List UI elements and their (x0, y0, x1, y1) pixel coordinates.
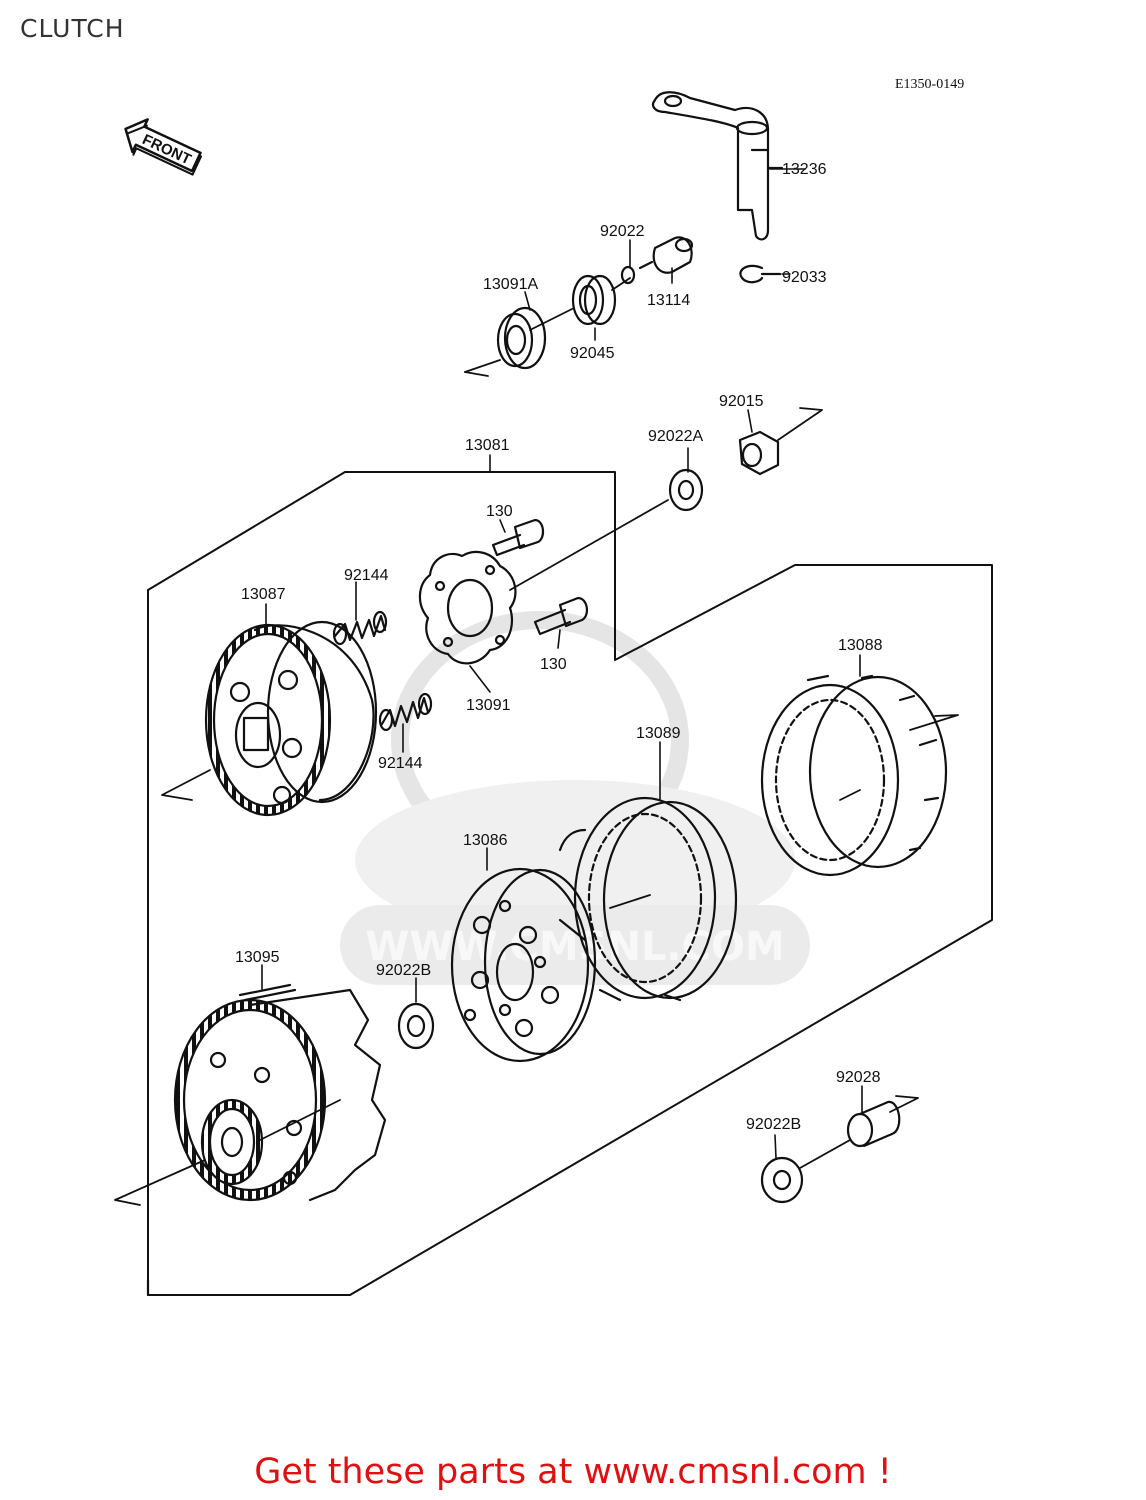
friction-plate-13088 (760, 674, 948, 877)
label-13088: 13088 (838, 637, 883, 654)
label-92022B-middle: 92022B (376, 962, 431, 979)
washer-92022A (668, 468, 704, 512)
label-92015: 92015 (719, 393, 764, 410)
washer-92022 (620, 265, 636, 285)
label-13095: 13095 (235, 949, 280, 966)
part-labels: 13236 92022 13114 92033 13091A 92045 920… (235, 161, 883, 1133)
exploded-parts-diagram: WWW.CMSNL.COM FRONT (114, 91, 993, 1297)
label-13081: 13081 (465, 437, 510, 454)
label-13236: 13236 (782, 161, 827, 178)
label-130-upper: 130 (486, 503, 513, 520)
label-92022B-lower: 92022B (746, 1116, 801, 1133)
diagram-id: E1350-0149 (895, 77, 965, 92)
washer-92022B-middle (397, 1002, 435, 1050)
clutch-plate-13086 (450, 867, 597, 1063)
label-13091: 13091 (466, 697, 511, 714)
label-92045: 92045 (570, 345, 615, 362)
label-92022: 92022 (600, 223, 645, 240)
page-title: CLUTCH (20, 14, 125, 43)
pressure-plate-13087 (204, 620, 378, 817)
label-92022A: 92022A (648, 428, 703, 445)
label-13087: 13087 (241, 586, 286, 603)
seal-13091A (496, 306, 547, 370)
bearing-92045 (571, 274, 617, 326)
bushing-92028 (846, 1100, 901, 1148)
spring-92144-upper (332, 610, 388, 646)
label-92028: 92028 (836, 1069, 881, 1086)
label-13114: 13114 (647, 292, 690, 309)
nut-92015 (738, 430, 780, 476)
label-92144-lower: 92144 (378, 755, 423, 772)
steel-plate-13089 (558, 796, 738, 1002)
bolt-130-upper (491, 518, 545, 557)
circlip-92033 (739, 264, 764, 284)
pushrod-13114 (638, 236, 694, 274)
watermark-logo: WWW.CMSNL.COM (340, 611, 810, 985)
assembly-bracket-13081 (147, 471, 993, 1296)
clutch-housing-13095 (173, 983, 387, 1202)
label-13089: 13089 (636, 725, 681, 742)
label-92033: 92033 (782, 269, 827, 286)
label-92144-upper: 92144 (344, 567, 389, 584)
spring-92144-lower (378, 692, 433, 732)
lifter-plate-13091 (418, 550, 517, 665)
bolt-130-lower (533, 596, 588, 636)
label-13086: 13086 (463, 832, 508, 849)
label-13091A: 13091A (483, 276, 538, 293)
washer-92022B-lower (760, 1156, 804, 1204)
release-shaft-13236 (651, 91, 784, 241)
label-130-lower: 130 (540, 656, 567, 673)
front-arrow-icon: FRONT (124, 118, 203, 176)
footer-link-text[interactable]: Get these parts at www.cmsnl.com ! (254, 1452, 892, 1492)
